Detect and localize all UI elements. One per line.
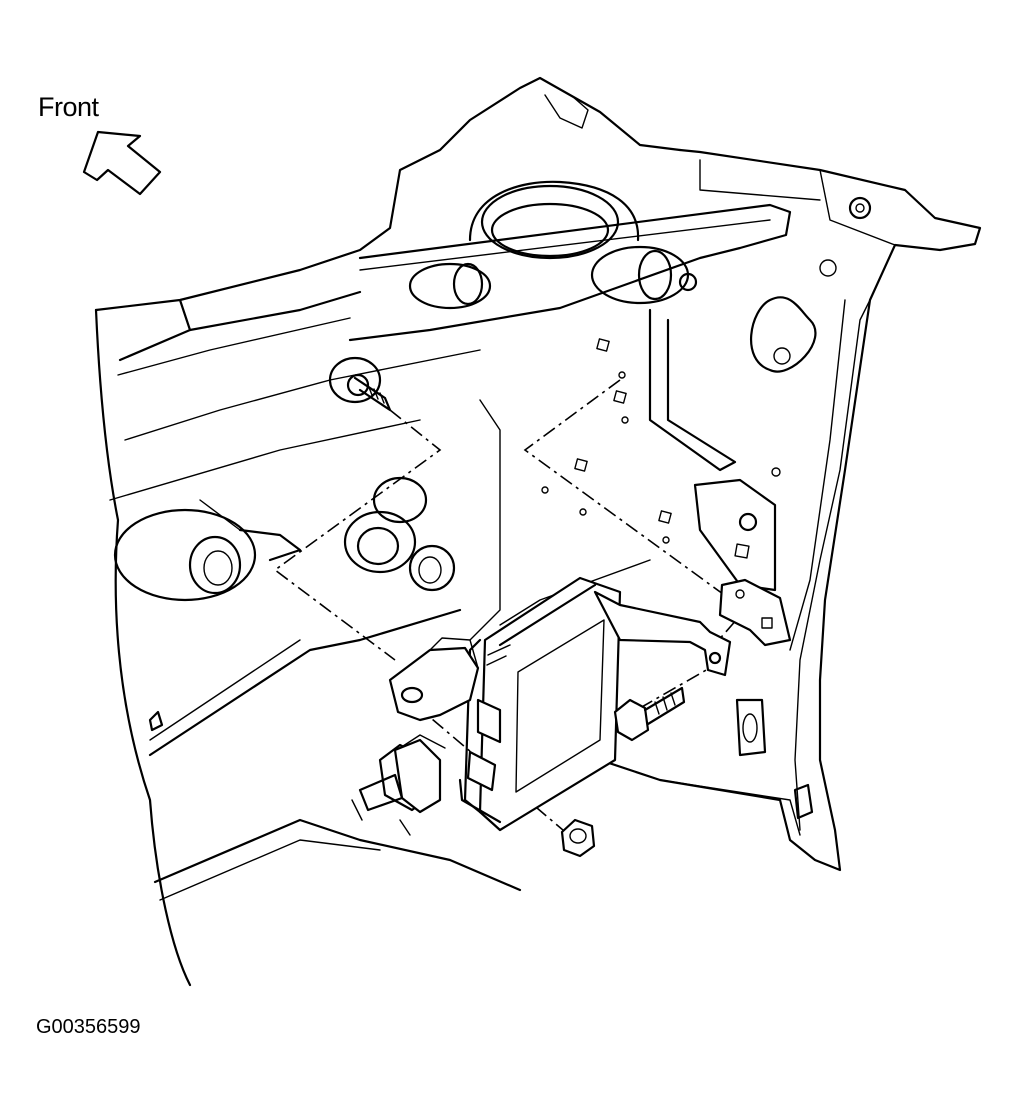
installation-guide-lines: [273, 379, 747, 837]
wiring-connector-icon: [351, 738, 442, 836]
module-left-bracket: [378, 637, 480, 812]
body-panel-outline: [94, 76, 682, 987]
left-mount-holes: [113, 356, 456, 602]
upper-cross-member: [348, 203, 792, 342]
upper-left-bolt-icon: [353, 376, 392, 412]
front-direction-label: Front: [38, 92, 99, 122]
side-bolt-icon: [613, 686, 686, 742]
mounting-nut-icon: [560, 818, 596, 858]
module-bracket-arm: [593, 578, 792, 677]
front-direction-arrow-icon: [82, 130, 162, 196]
lower-body-panel: [148, 608, 814, 901]
upper-mount-opening: [468, 94, 640, 260]
figure-id-label: G00356599: [36, 1016, 141, 1038]
mounting-plate: [469, 308, 781, 641]
right-inner-frame: [598, 148, 982, 872]
control-module-icon: [458, 576, 622, 832]
